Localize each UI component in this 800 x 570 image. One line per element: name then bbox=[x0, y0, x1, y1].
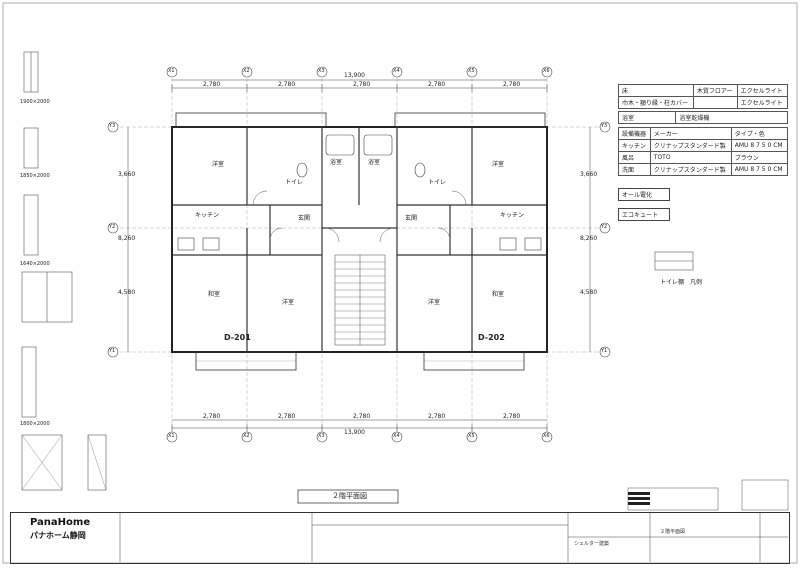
room-label-bath-2: 浴室 bbox=[368, 159, 381, 166]
table-cell: AMU 8 7 5 0 CM bbox=[730, 163, 789, 176]
legend-window-1: 1900×2000 bbox=[20, 99, 50, 105]
room-label-entrance-2: 玄関 bbox=[405, 215, 418, 222]
grid-label-x2-bottom: X2 bbox=[243, 433, 250, 439]
table-cell: タイプ・色 bbox=[730, 127, 789, 140]
table-row: 床木質フロアーエクセルライト bbox=[618, 84, 789, 97]
table-cell: 浴室 bbox=[617, 111, 677, 124]
grid-label-x2: X2 bbox=[243, 68, 250, 74]
ecocute-note: エコキュート bbox=[618, 208, 670, 221]
left-dimension-3: 4,580 bbox=[118, 289, 136, 296]
top-dimension-2: 2,780 bbox=[278, 81, 296, 88]
grid-label-x1-bottom: X1 bbox=[168, 433, 175, 439]
grid-label-y1: Y1 bbox=[109, 348, 116, 354]
bath-table: 浴室浴室乾燥機 bbox=[617, 111, 788, 124]
legend-window-3: 1640×2000 bbox=[20, 261, 50, 267]
table-cell: 浴室乾燥機 bbox=[675, 111, 788, 124]
room-label-bath-1: 浴室 bbox=[330, 159, 343, 166]
bottom-total-dimension: 13,900 bbox=[344, 429, 365, 436]
right-dimension-1: 3,660 bbox=[580, 171, 598, 178]
bottom-dimension-4: 2,780 bbox=[428, 413, 446, 420]
table-cell: 巾木・額り縁・柱カバー bbox=[618, 96, 694, 109]
grid-label-x6-bottom: X6 bbox=[543, 433, 550, 439]
sheet-title: ２階平面図 bbox=[332, 492, 367, 500]
top-dimension-1: 2,780 bbox=[203, 81, 221, 88]
finish-table: 床木質フロアーエクセルライト 巾木・額り縁・柱カバー エクセルライト bbox=[618, 84, 789, 109]
table-cell: 床 bbox=[618, 84, 694, 97]
title-block bbox=[10, 512, 790, 564]
grid-label-x5: X5 bbox=[468, 68, 475, 74]
left-dimension-1: 3,660 bbox=[118, 171, 136, 178]
grid-label-x1: X1 bbox=[168, 68, 175, 74]
grid-label-y2: Y2 bbox=[109, 224, 116, 230]
room-label-kitchen-2: キッチン bbox=[500, 212, 525, 219]
right-dimension-3: 4,580 bbox=[580, 289, 598, 296]
table-row: 設備機器メーカータイプ・色 bbox=[618, 127, 789, 140]
room-label-toilet-2: トイレ bbox=[428, 179, 447, 186]
left-dimension-2: 8,260 bbox=[118, 235, 136, 242]
grid-label-x5-bottom: X5 bbox=[468, 433, 475, 439]
grid-label-x4: X4 bbox=[393, 68, 400, 74]
table-cell: TOTO bbox=[649, 151, 732, 164]
room-label-western-1: 洋室 bbox=[212, 161, 225, 168]
room-label-toilet-1: トイレ bbox=[285, 179, 304, 186]
table-cell: エクセルライト bbox=[736, 84, 789, 97]
table-cell: 設備機器 bbox=[618, 127, 651, 140]
bottom-dimension-5: 2,780 bbox=[503, 413, 521, 420]
brand-logo: PanaHome bbox=[30, 517, 91, 528]
room-label-western-4: 洋室 bbox=[428, 299, 441, 306]
grid-label-x3-bottom: X3 bbox=[318, 433, 325, 439]
grid-label-x3: X3 bbox=[318, 68, 325, 74]
table-cell: ブラウン bbox=[730, 151, 789, 164]
bottom-dimension-2: 2,780 bbox=[278, 413, 296, 420]
table-cell: 洗面 bbox=[618, 163, 651, 176]
room-label-japanese-2: 和室 bbox=[492, 291, 505, 298]
grid-label-y3: Y3 bbox=[109, 123, 116, 129]
table-cell bbox=[692, 96, 738, 109]
grid-label-y3-right: Y3 bbox=[601, 123, 608, 129]
table-cell: 木質フロアー bbox=[692, 84, 738, 97]
table-cell: メーカー bbox=[649, 127, 732, 140]
room-label-western-3: 洋室 bbox=[282, 299, 295, 306]
top-dimension-4: 2,780 bbox=[428, 81, 446, 88]
table-row: 巾木・額り縁・柱カバー エクセルライト bbox=[618, 96, 789, 109]
company-name: パナホーム静岡 bbox=[30, 531, 86, 540]
room-label-japanese-1: 和室 bbox=[208, 291, 221, 298]
toilet-legend-label: トイレ棚 凡例 bbox=[660, 279, 703, 286]
top-dimension-5: 2,780 bbox=[503, 81, 521, 88]
legend-window-4: 1800×2000 bbox=[20, 421, 50, 427]
table-cell: クリナップスタンダード製 bbox=[649, 163, 732, 176]
project-name: シェルター建築 bbox=[574, 541, 610, 547]
bottom-dimension-3: 2,780 bbox=[353, 413, 371, 420]
grid-label-y1-right: Y1 bbox=[601, 348, 608, 354]
table-cell: クリナップスタンダード製 bbox=[649, 139, 732, 152]
grid-label-y2-right: Y2 bbox=[601, 224, 608, 230]
table-row: 浴室浴室乾燥機 bbox=[617, 111, 788, 124]
legend-window-2: 1850×2000 bbox=[20, 173, 50, 179]
room-label-kitchen-1: キッチン bbox=[195, 212, 220, 219]
top-dimension-3: 2,780 bbox=[353, 81, 371, 88]
table-cell: キッチン bbox=[618, 139, 651, 152]
unit-label-d201: D-201 bbox=[224, 333, 251, 342]
table-cell: 風呂 bbox=[618, 151, 651, 164]
table-cell: AMU 8 7 5 0 CM bbox=[730, 139, 789, 152]
room-label-western-2: 洋室 bbox=[492, 161, 505, 168]
drawing-name: ２階平面図 bbox=[660, 529, 686, 535]
top-total-dimension: 13,900 bbox=[344, 72, 365, 79]
unit-label-d202: D-202 bbox=[478, 333, 505, 342]
grid-label-x6: X6 bbox=[543, 68, 550, 74]
table-cell: エクセルライト bbox=[736, 96, 789, 109]
bottom-dimension-1: 2,780 bbox=[203, 413, 221, 420]
grid-label-x4-bottom: X4 bbox=[393, 433, 400, 439]
room-label-entrance-1: 玄関 bbox=[298, 215, 311, 222]
right-dimension-2: 8,260 bbox=[580, 235, 598, 242]
all-electric-note: オール電化 bbox=[618, 188, 670, 201]
